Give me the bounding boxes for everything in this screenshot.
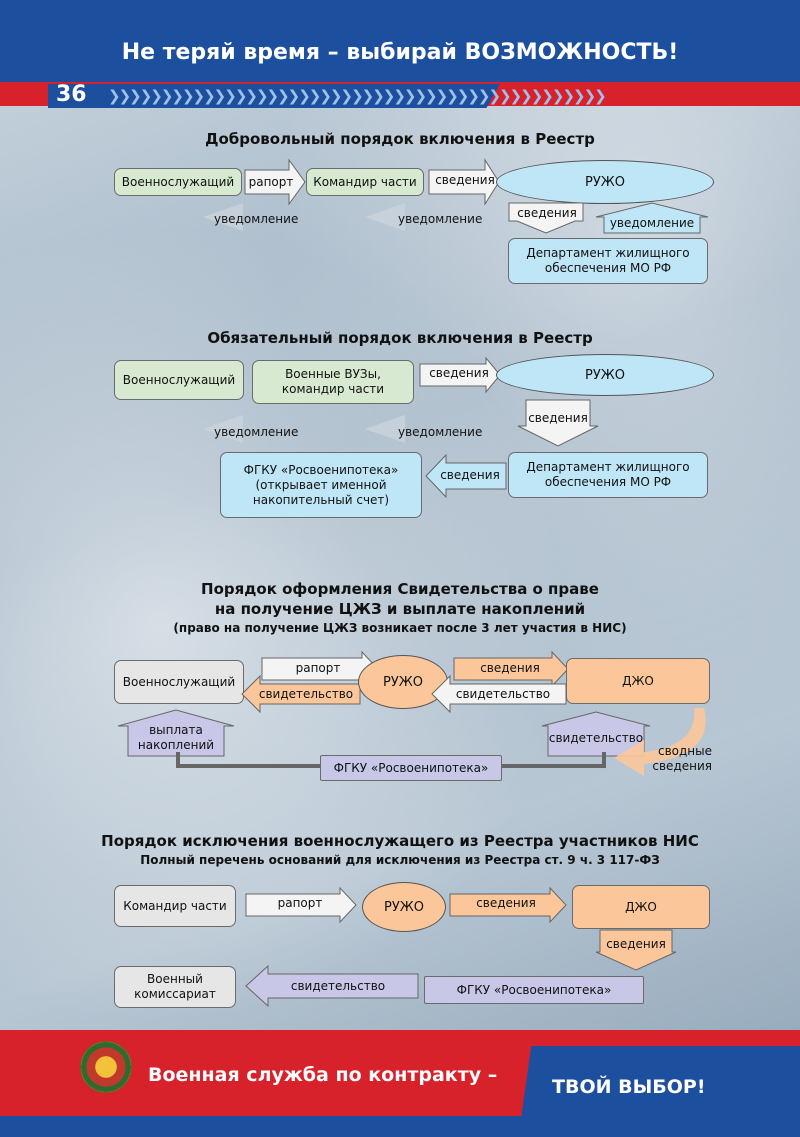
section4-subtitle: Полный перечень оснований для исключения… <box>140 853 660 867</box>
department-box: Департамент жилищного обеспечения МО РФ <box>508 238 708 284</box>
notice-label-1: уведомление <box>214 425 299 439</box>
notice-arrow-icon <box>365 203 405 231</box>
certificate-left-arrow-icon <box>241 674 361 714</box>
notice-arrow-icon <box>203 415 243 443</box>
djo-box: ДЖО <box>572 885 710 929</box>
section4-title: Порядок исключения военнослужащего из Ре… <box>101 832 699 850</box>
summary-label: сводные сведения <box>652 744 712 773</box>
header-page-strip <box>48 84 500 108</box>
section1-title: Добровольный порядок включения в Реестр <box>205 130 595 148</box>
notice-up-arrow-icon <box>595 202 709 234</box>
info-left-label: сведения <box>440 467 500 482</box>
fgku-box: ФГКУ «Росвоенипотека» <box>320 755 502 781</box>
info-arrow-icon <box>453 650 569 688</box>
notice-arrow-icon <box>365 415 405 443</box>
certificate-mid-arrow-icon <box>431 674 567 714</box>
ruzho-ellipse: РУЖО <box>362 882 446 932</box>
report-label: рапорт <box>277 895 323 910</box>
section2-title: Обязательный порядок включения в Реестр <box>207 329 593 347</box>
header-band <box>0 0 800 86</box>
footer-slogan: Военная служба по контракту – <box>148 1064 498 1086</box>
notice-label-1: уведомление <box>214 212 299 226</box>
footer-bottom-stripe <box>0 1116 800 1137</box>
info-down-arrow-icon <box>595 929 677 971</box>
commander-box: Командир части <box>114 885 236 927</box>
certificate-left-arrow-icon <box>245 964 419 1008</box>
info-down-label: сведения <box>528 410 588 425</box>
footer-slogan-accent: ТВОЙ ВЫБОР! <box>552 1076 706 1098</box>
page-number: 36 <box>56 82 87 107</box>
section3-subtitle: (право на получение ЦЖЗ возникает после … <box>173 621 627 635</box>
payout-up-arrow-icon <box>117 709 235 757</box>
report-label: рапорт <box>248 174 294 189</box>
universities-box: Военные ВУЗы, командир части <box>252 360 414 404</box>
info-label: сведения <box>435 172 495 187</box>
info-label: сведения <box>476 895 536 910</box>
fgku-box: ФГКУ «Росвоенипотека» <box>424 976 644 1004</box>
info-arrow-icon <box>428 158 500 206</box>
ruzho-ellipse: РУЖО <box>496 160 714 204</box>
page-title: Не теряй время – выбирай ВОЗМОЖНОСТЬ! <box>121 40 679 65</box>
info-arrow-icon <box>449 886 567 924</box>
notice-up-label: уведомление <box>609 215 695 230</box>
report-label: рапорт <box>295 660 341 675</box>
certificate-label: свидетельство <box>290 978 386 993</box>
info-label: сведения <box>429 365 489 380</box>
notice-label-2: уведомление <box>398 212 483 226</box>
department-box: Департамент жилищного обеспечения МО РФ <box>508 452 708 498</box>
djo-box: ДЖО <box>566 658 710 704</box>
footer-blue-block <box>520 1046 800 1126</box>
section3-title-line1: Порядок оформления Свидетельства о праве <box>201 580 599 598</box>
info-label: сведения <box>480 660 540 675</box>
certificate-left-label: свидетельство <box>258 686 354 701</box>
commander-box: Командир части <box>306 168 424 196</box>
notice-label-2: уведомление <box>398 425 483 439</box>
emblem-icon <box>80 1041 132 1093</box>
notice-arrow-icon <box>203 203 243 231</box>
serviceman-box: Военнослужащий <box>114 168 242 196</box>
section3-title-line2: на получение ЦЖЗ и выплате накоплений <box>214 600 586 618</box>
info-left-arrow-icon <box>425 453 507 499</box>
commissariat-box: Военный комиссариат <box>114 966 236 1008</box>
info-arrow-icon <box>419 356 501 394</box>
ruzho-ellipse: РУЖО <box>358 655 448 709</box>
serviceman-box: Военнослужащий <box>114 360 244 400</box>
connector-line-icon <box>176 752 606 768</box>
report-arrow-icon <box>244 158 306 206</box>
summary-curved-arrow-icon <box>614 708 706 776</box>
certificate-mid-label: свидетельство <box>455 686 551 701</box>
payout-label: выплата накоплений <box>137 723 215 752</box>
fgku-box: ФГКУ «Росвоенипотека» (открывает именной… <box>220 452 422 518</box>
serviceman-box: Военнослужащий <box>114 660 244 704</box>
report-arrow-icon <box>245 886 357 924</box>
info-down-label: сведения <box>517 205 577 220</box>
chevron-decoration-icon: ❯❯❯❯❯❯❯❯❯❯❯❯❯❯❯❯❯❯❯❯❯❯❯❯❯❯❯❯❯❯❯❯❯❯❯❯❯❯❯❯… <box>108 87 607 105</box>
certificate-up-label: свидетельство <box>548 730 644 745</box>
info-down-arrow-icon <box>517 399 599 447</box>
info-down-label: сведения <box>606 936 666 951</box>
info-down-arrow-icon <box>508 202 584 234</box>
ruzho-ellipse: РУЖО <box>496 354 714 396</box>
